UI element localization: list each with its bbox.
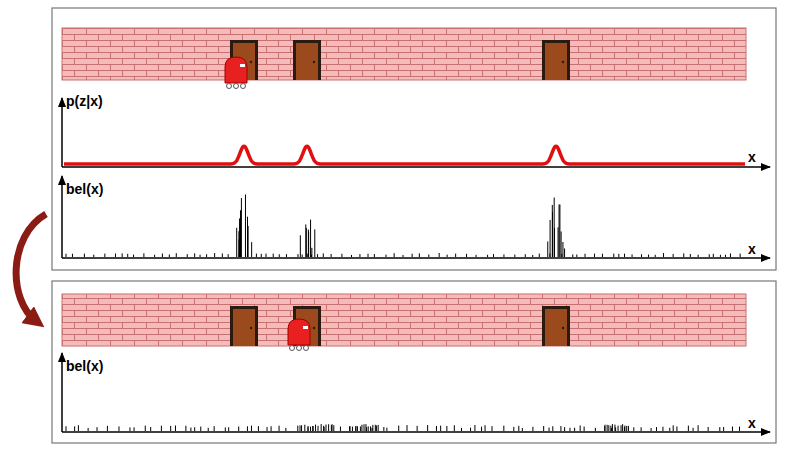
particle-set [66,424,740,431]
label-box: bel(x) [66,357,103,375]
panel-frame [52,281,776,443]
axis-label: x [748,241,756,257]
panel-frame [52,8,776,270]
function-label: bel(x) [66,181,103,197]
function-label: bel(x) [66,358,103,374]
measurement-curve [64,146,745,164]
function-label: p(z|x) [66,93,103,109]
label-box: x [748,414,756,432]
brick-wall [62,28,746,80]
plot-axes [62,353,770,432]
door [296,43,318,80]
door [545,43,567,80]
transition-arrow [16,214,46,321]
label-box: x [748,148,756,166]
brick-wall [62,294,746,346]
particle-set [66,195,740,257]
plot-axes [62,98,770,167]
label-box: bel(x) [66,180,103,198]
door [233,309,255,346]
axis-label: x [748,149,756,165]
plot-axes [62,176,770,258]
robot [288,319,310,351]
label-box: p(z|x) [66,92,103,110]
door [545,309,567,346]
label-box: x [748,240,756,258]
robot [225,57,247,89]
axis-label: x [748,415,756,431]
